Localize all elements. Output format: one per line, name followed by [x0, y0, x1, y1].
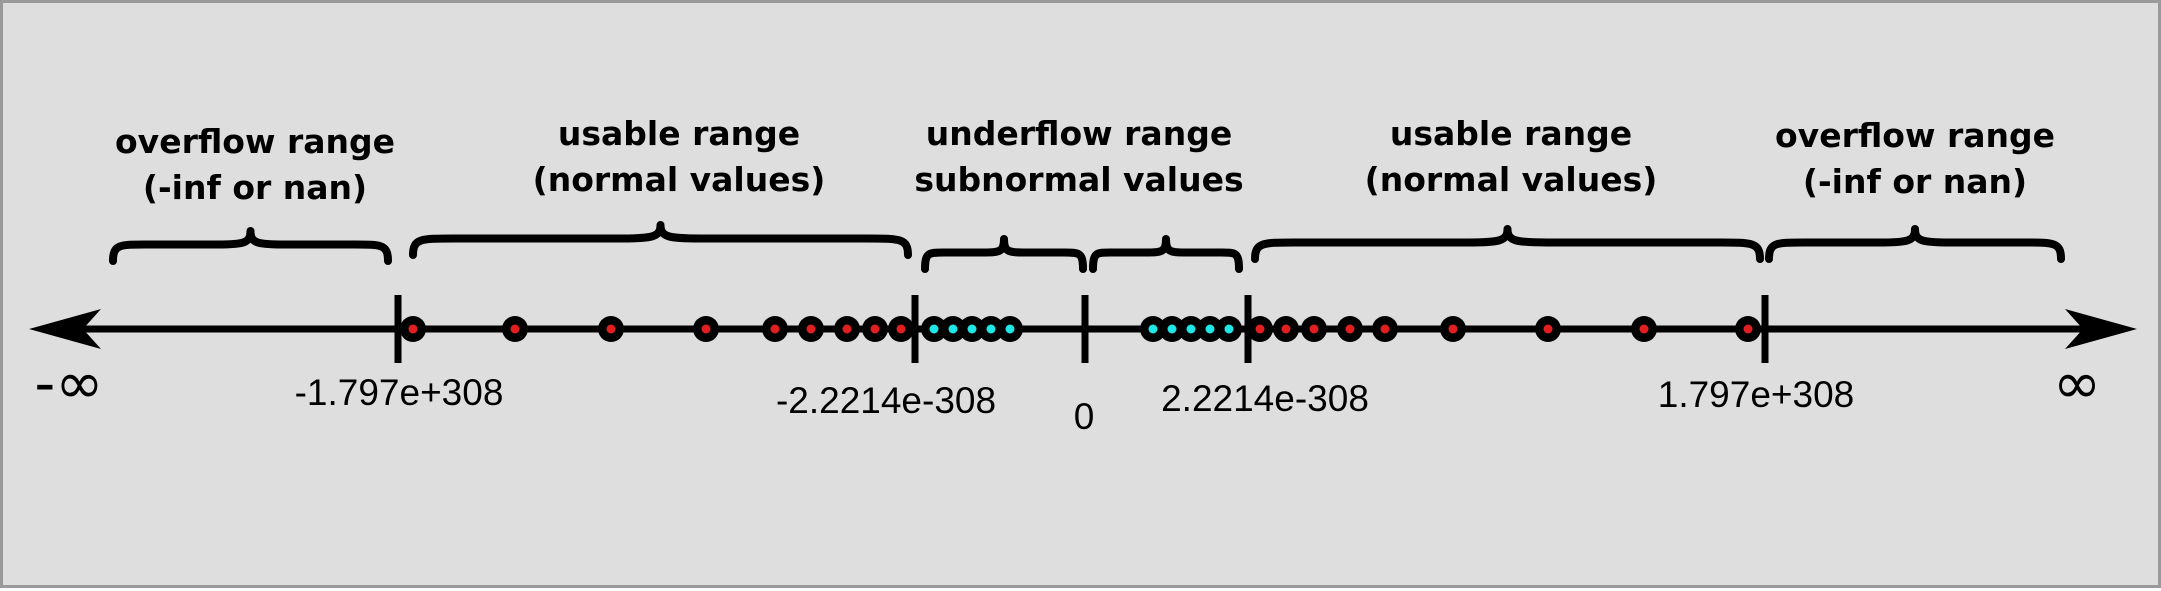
range-label-line2: (-inf or nan): [142, 168, 368, 207]
normal-value-dot-center: [1380, 324, 1390, 334]
subnormal-value-dot-center: [948, 324, 958, 334]
range-label-line1: overflow range: [1775, 116, 2055, 155]
range-label-line1: usable range: [1389, 114, 1633, 153]
subnormal-value-dot-center: [929, 324, 939, 334]
range-label-line1: overflow range: [115, 122, 395, 161]
subnormal-value-dot-center: [1224, 324, 1234, 334]
range-label-line2: (-inf or nan): [1802, 162, 2028, 201]
left-arrowhead: [29, 309, 101, 349]
subnormal-value-dot-center: [986, 324, 996, 334]
subnormal-value-dot-center: [967, 324, 977, 334]
brace-neg-overflow: [109, 227, 392, 265]
neg-infinity-label: -∞: [34, 349, 104, 417]
right-arrowhead: [2065, 309, 2137, 349]
pos-infinity-label: ∞: [2052, 349, 2102, 417]
normal-value-dot-center: [896, 324, 906, 334]
brace-neg-usable: [409, 221, 912, 259]
normal-value-dot-center: [1345, 324, 1355, 334]
normal-value-dot-center: [1309, 324, 1319, 334]
range-label-underflow: underflow range subnormal values: [914, 111, 1243, 203]
range-label-line1: usable range: [557, 114, 801, 153]
normal-value-dot-center: [1448, 324, 1458, 334]
brace-underflow-left: [921, 235, 1087, 273]
range-label-pos-overflow: overflow range (-inf or nan): [1775, 113, 2055, 205]
range-label-line2: (normal values): [532, 160, 826, 199]
normal-value-dot-center: [510, 324, 520, 334]
value-label-neg-max: -1.797e+308: [294, 372, 504, 413]
subnormal-value-dot-center: [1186, 324, 1196, 334]
value-label-pos-max: 1.797e+308: [1657, 374, 1855, 415]
normal-value-dot-center: [770, 324, 780, 334]
subnormal-value-dot-center: [1167, 324, 1177, 334]
normal-value-dot-center: [1743, 324, 1753, 334]
number-line-graphic: [29, 221, 2137, 363]
normal-value-dot-center: [701, 324, 711, 334]
brace-underflow-right: [1089, 235, 1243, 273]
value-label-pos-min-normal: 2.2214e-308: [1161, 378, 1369, 419]
value-label-neg-min-normal: -2.2214e-308: [775, 380, 997, 421]
range-label-line1: underflow range: [925, 114, 1233, 153]
normal-value-dot-center: [806, 324, 816, 334]
value-label-zero: 0: [1073, 396, 1095, 437]
normal-value-dot-center: [1281, 324, 1291, 334]
normal-value-dot-center: [1543, 324, 1553, 334]
brace-pos-usable: [1251, 225, 1764, 263]
brace-pos-overflow: [1765, 225, 2065, 263]
range-label-neg-overflow: overflow range (-inf or nan): [115, 119, 395, 211]
range-label-pos-usable: usable range (normal values): [1365, 111, 1658, 203]
range-label-line2: subnormal values: [914, 160, 1244, 199]
normal-value-dot-center: [408, 324, 418, 334]
normal-value-dot-center: [1255, 324, 1265, 334]
subnormal-value-dot-center: [1005, 324, 1015, 334]
subnormal-value-dot-center: [1205, 324, 1215, 334]
range-label-line2: (normal values): [1364, 160, 1658, 199]
subnormal-value-dot-center: [1148, 324, 1158, 334]
normal-value-dot-center: [1639, 324, 1649, 334]
normal-value-dot-center: [870, 324, 880, 334]
range-label-neg-usable: usable range (normal values): [533, 111, 826, 203]
normal-value-dot-center: [606, 324, 616, 334]
normal-value-dot-center: [842, 324, 852, 334]
